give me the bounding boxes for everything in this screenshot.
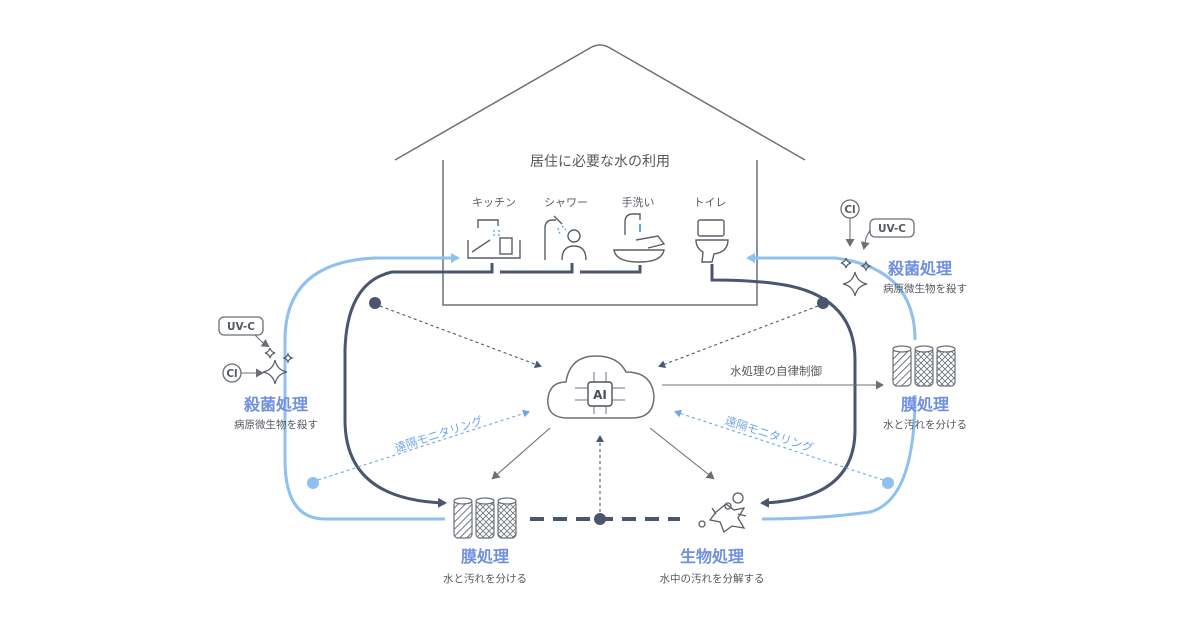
bottom-membrane-title: 膜処理 bbox=[461, 547, 509, 566]
left-sterilization-subtitle: 病原微生物を殺す bbox=[234, 418, 318, 431]
bio-subtitle: 水中の汚れを分解する bbox=[660, 572, 765, 585]
monitor-node-left bbox=[307, 477, 319, 489]
left-chip-uvc-label: UV-C bbox=[227, 321, 255, 333]
bottom-membrane-subtitle: 水と汚れを分ける bbox=[443, 572, 527, 585]
shower-icon bbox=[544, 215, 587, 261]
microbe-icon bbox=[698, 492, 747, 534]
sensor-node-bottom bbox=[594, 513, 606, 525]
right-sterilization-subtitle: 病原微生物を殺す bbox=[883, 282, 967, 295]
handwash-icon bbox=[613, 213, 666, 263]
room-label-handwash: 手洗い bbox=[622, 195, 655, 209]
kitchen-icon bbox=[467, 219, 521, 259]
house-title: 居住に必要な水の利用 bbox=[530, 154, 670, 170]
sensor-node-left bbox=[369, 297, 381, 309]
light-blue-loop bbox=[283, 253, 917, 521]
house-outline bbox=[394, 44, 806, 306]
right-membrane-subtitle: 水と汚れを分ける bbox=[883, 418, 967, 431]
monitoring-label-right: 遠隔モニタリング bbox=[723, 413, 815, 455]
right-chip-cl-label: Cl bbox=[844, 204, 855, 216]
right-chip-uvc bbox=[860, 218, 915, 250]
membrane-filter-icon-right bbox=[892, 345, 956, 387]
room-label-kitchen: キッチン bbox=[472, 196, 516, 209]
right-chip-cl bbox=[840, 199, 860, 247]
left-sterilization-title: 殺菌処理 bbox=[243, 395, 308, 414]
bio-title: 生物処理 bbox=[680, 547, 744, 566]
ai-label: AI bbox=[593, 388, 607, 402]
monitoring-lines bbox=[317, 409, 884, 481]
room-label-shower: シャワー bbox=[544, 196, 588, 209]
monitoring-label-left: 遠隔モニタリング bbox=[393, 413, 485, 455]
ai-output-lines bbox=[491, 380, 884, 480]
right-membrane-title: 膜処理 bbox=[901, 395, 949, 414]
dark-loop bbox=[343, 263, 857, 508]
sparkle-icon-right bbox=[840, 257, 872, 297]
left-chip-cl-label: Cl bbox=[226, 368, 237, 380]
sparkle-icon-left bbox=[262, 347, 294, 385]
membrane-filter-icon bbox=[453, 497, 517, 539]
right-chip-uvc-label: UV-C bbox=[878, 223, 906, 235]
ai-input-lines bbox=[379, 305, 819, 512]
monitor-node-right bbox=[882, 477, 894, 489]
left-chip-cl bbox=[222, 363, 264, 383]
left-chip-uvc bbox=[218, 316, 270, 348]
right-sterilization-title: 殺菌処理 bbox=[887, 259, 952, 278]
toilet-icon bbox=[695, 219, 729, 263]
room-label-toilet: トイレ bbox=[694, 196, 727, 209]
sensor-node-right bbox=[817, 297, 829, 309]
ai-cloud-icon bbox=[547, 355, 655, 419]
control-label: 水処理の自律制御 bbox=[730, 364, 822, 378]
